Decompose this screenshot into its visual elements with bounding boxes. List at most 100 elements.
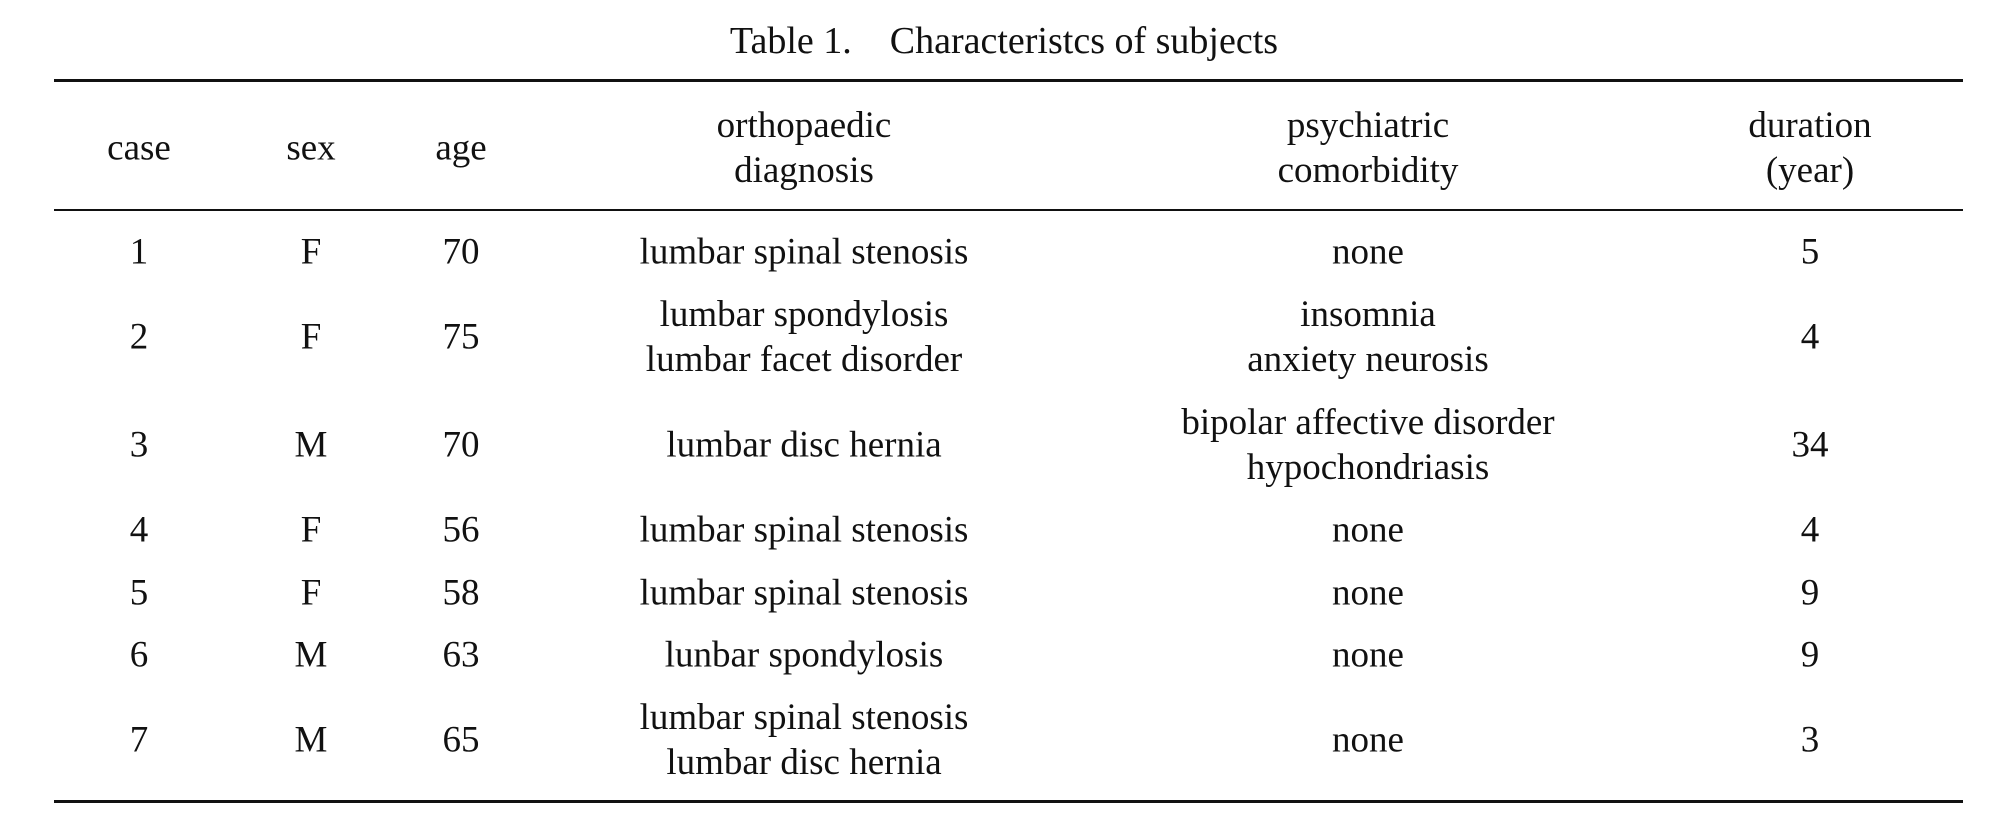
table-cell-comorbidity-text: none bbox=[1332, 509, 1404, 551]
table-cell-diagnosis: lunbar spondylosis bbox=[665, 633, 944, 678]
table-cell-duration-text: 34 bbox=[1791, 424, 1829, 466]
table-cell-duration-text: 5 bbox=[1800, 231, 1820, 273]
table-cell-case: 7 bbox=[130, 718, 149, 763]
table-cell-age-text: 58 bbox=[442, 572, 480, 614]
table-cell-comorbidity-text: hypochondriasis bbox=[1246, 447, 1490, 488]
table-cell-sex: M bbox=[295, 718, 328, 763]
table-cell-case-text: 1 bbox=[129, 231, 149, 273]
table-cell-case-text: 2 bbox=[129, 316, 149, 358]
column-header-duration-text: duration bbox=[1748, 105, 1872, 146]
table-cell-age-text: 75 bbox=[442, 316, 480, 358]
column-header-comorbidity-text: comorbidity bbox=[1277, 150, 1459, 191]
table-cell-sex: F bbox=[301, 230, 322, 275]
table-cell-age-text: 65 bbox=[442, 719, 480, 761]
column-header-comorbidity-text: psychiatric bbox=[1286, 105, 1450, 146]
table-cell-case-text: 3 bbox=[129, 424, 149, 466]
table-cell-duration: 3 bbox=[1801, 718, 1820, 763]
bottom-rule bbox=[54, 800, 1963, 803]
table-cell-diagnosis: lumbar spinal stenosis bbox=[640, 230, 969, 275]
table-cell-duration: 5 bbox=[1801, 230, 1820, 275]
table-cell-diagnosis-text: lunbar spondylosis bbox=[664, 634, 944, 676]
table-cell-comorbidity: none bbox=[1332, 508, 1404, 553]
table-cell-case: 1 bbox=[130, 230, 149, 275]
table-cell-case: 2 bbox=[130, 315, 149, 360]
table-cell-diagnosis-text: lumbar facet disorder bbox=[645, 339, 963, 380]
column-header-case: case bbox=[107, 126, 171, 171]
column-header-diagnosis-text: orthopaedic bbox=[716, 105, 892, 146]
table-cell-sex-text: F bbox=[300, 316, 322, 358]
table-cell-comorbidity-text: none bbox=[1332, 719, 1404, 761]
table-cell-case: 4 bbox=[130, 508, 149, 553]
column-header-diagnosis-text: diagnosis bbox=[734, 150, 874, 191]
table-cell-diagnosis-text: lumbar spinal stenosis bbox=[639, 231, 969, 273]
table-cell-comorbidity: none bbox=[1332, 633, 1404, 678]
table-cell-duration: 9 bbox=[1801, 571, 1820, 616]
table-cell-sex-text: M bbox=[294, 634, 328, 676]
column-header-case-text: case bbox=[107, 127, 171, 169]
table-cell-age: 75 bbox=[443, 315, 480, 360]
table-cell-age: 70 bbox=[443, 230, 480, 275]
header-rule bbox=[54, 209, 1963, 211]
table-cell-sex-text: M bbox=[294, 719, 328, 761]
column-header-sex-text: sex bbox=[286, 127, 336, 169]
table-cell-comorbidity: none bbox=[1332, 230, 1404, 275]
table-cell-sex: F bbox=[301, 508, 322, 553]
table-cell-case: 6 bbox=[130, 633, 149, 678]
table-cell-comorbidity: none bbox=[1332, 571, 1404, 616]
table-cell-comorbidity-text: bipolar affective disorder bbox=[1181, 402, 1555, 443]
table-cell-age-text: 63 bbox=[442, 634, 480, 676]
table-cell-sex: M bbox=[295, 633, 328, 678]
table-cell-sex: F bbox=[301, 571, 322, 616]
table-cell-age: 58 bbox=[443, 571, 480, 616]
table-cell-age: 56 bbox=[443, 508, 480, 553]
table-title: Table 1. Characteristcs of subjects bbox=[729, 20, 1279, 62]
table-cell-diagnosis-text: lumbar spondylosis bbox=[659, 294, 949, 335]
table-cell-case: 5 bbox=[130, 571, 149, 616]
table-cell-diagnosis-text: lumbar disc hernia bbox=[666, 424, 942, 466]
table-cell-duration: 4 bbox=[1801, 508, 1820, 553]
column-header-age-text: age bbox=[435, 127, 487, 169]
table-cell-comorbidity-text: none bbox=[1332, 572, 1404, 614]
table-cell-diagnosis-text: lumbar spinal stenosis bbox=[639, 572, 969, 614]
column-header-duration: duration(year) bbox=[1748, 103, 1871, 193]
table-cell-age: 63 bbox=[443, 633, 480, 678]
table-cell-diagnosis: lumbar spinal stenosis bbox=[640, 508, 969, 553]
table-cell-case-text: 6 bbox=[129, 634, 149, 676]
table-cell-sex-text: F bbox=[300, 572, 322, 614]
table-cell-duration-text: 9 bbox=[1800, 634, 1820, 676]
column-header-sex: sex bbox=[286, 126, 335, 171]
table-cell-case-text: 7 bbox=[129, 719, 149, 761]
table-cell-case-text: 5 bbox=[129, 572, 149, 614]
table-cell-duration: 34 bbox=[1792, 423, 1829, 468]
table-cell-age-text: 70 bbox=[442, 231, 480, 273]
table-cell-duration: 9 bbox=[1801, 633, 1820, 678]
table-cell-sex: F bbox=[301, 315, 322, 360]
table-cell-sex-text: F bbox=[300, 509, 322, 551]
table-cell-diagnosis: lumbar spinal stenosis bbox=[640, 571, 969, 616]
table-cell-duration-text: 9 bbox=[1800, 572, 1820, 614]
table-cell-duration-text: 4 bbox=[1800, 509, 1820, 551]
table-cell-age: 70 bbox=[443, 423, 480, 468]
table-cell-comorbidity: none bbox=[1332, 718, 1404, 763]
table-cell-comorbidity-text: insomnia bbox=[1300, 294, 1436, 335]
table-cell-comorbidity-text: anxiety neurosis bbox=[1247, 339, 1489, 380]
table-cell-sex: M bbox=[295, 423, 328, 468]
table-cell-case: 3 bbox=[130, 423, 149, 468]
table-cell-age: 65 bbox=[443, 718, 480, 763]
table-cell-sex-text: M bbox=[294, 424, 328, 466]
table-cell-duration-text: 3 bbox=[1800, 719, 1820, 761]
column-header-age: age bbox=[435, 126, 486, 171]
top-rule bbox=[54, 79, 1963, 82]
table-cell-duration: 4 bbox=[1801, 315, 1820, 360]
column-header-duration-text: (year) bbox=[1765, 150, 1855, 191]
table-cell-age-text: 70 bbox=[442, 424, 480, 466]
table-cell-sex-text: F bbox=[300, 231, 322, 273]
table-cell-duration-text: 4 bbox=[1800, 316, 1820, 358]
table-cell-comorbidity-text: none bbox=[1332, 231, 1404, 273]
